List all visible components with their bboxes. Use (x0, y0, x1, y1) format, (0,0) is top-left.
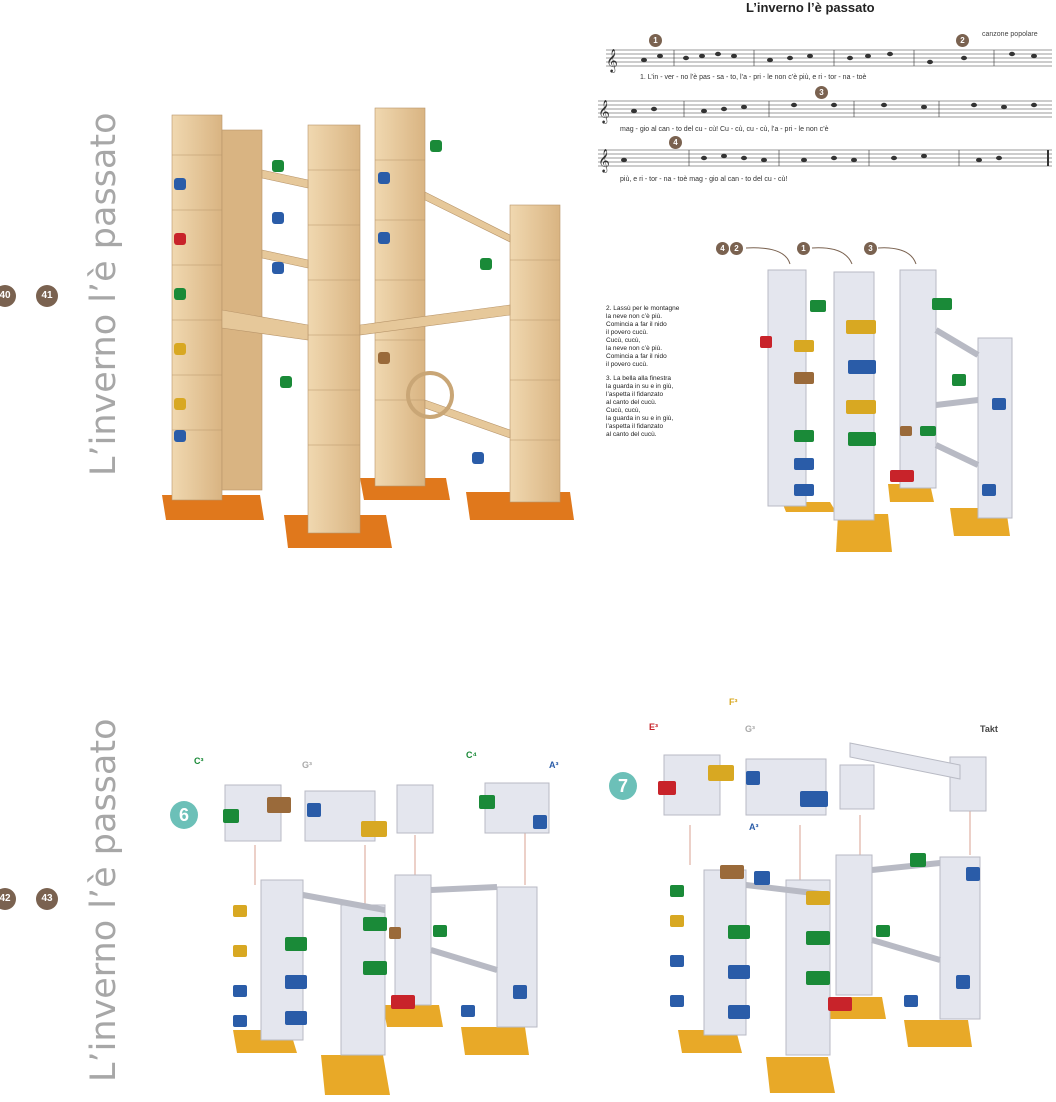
label-a3-step7: A³ (749, 822, 759, 832)
song-credit: canzone popolare (982, 31, 1038, 38)
label-c3: C³ (194, 756, 204, 766)
diagram-tag-3: 3 (864, 242, 877, 255)
music-marker-3: 3 (815, 86, 828, 99)
label-takt: Takt (980, 724, 998, 734)
music-marker-1: 1 (649, 34, 662, 47)
lyrics-line-3: più, e ri - tor - na - toè mag - gio al … (620, 176, 788, 183)
marble-run-diagram-top (745, 247, 1013, 552)
step-7-badge: 7 (609, 772, 637, 800)
label-e3: E³ (649, 722, 658, 732)
label-a3: A³ (549, 760, 559, 770)
lyrics-line-2: mag - gio al can - to del cu - cù! Cu - … (620, 126, 829, 133)
step-6-badge: 6 (170, 801, 198, 829)
marble-run-diagram-step-7 (658, 742, 987, 1093)
svg-text:𝄞: 𝄞 (598, 101, 610, 124)
lyrics-line-1: 1. L’in - ver - no l’è pas - sa - to, l’… (640, 74, 867, 81)
label-f3: F³ (729, 697, 738, 707)
page-number-43: 43 (36, 888, 58, 910)
label-g3: G³ (302, 760, 312, 770)
song-title: L’inverno l’è passato (746, 0, 875, 15)
side-title-bottom: L’inverno l’è passato (84, 718, 124, 1082)
label-c4: C⁴ (466, 750, 477, 760)
wooden-marble-run-photo (162, 107, 574, 548)
diagram-tag-4: 4 (716, 242, 729, 255)
page-number-42: 42 (0, 888, 16, 910)
diagram-tag-1: 1 (797, 242, 810, 255)
verse-2: 2. Lassù per le montagne la neve non c’è… (606, 305, 680, 368)
page-number-41: 41 (36, 285, 58, 307)
sheet-music-staves: 𝄞 𝄞 𝄞 (598, 49, 1052, 173)
verses-text: 2. Lassù per le montagne la neve non c’è… (606, 305, 741, 445)
page-number-40: 40 (0, 285, 16, 307)
side-title-top: L’inverno l’è passato (84, 112, 124, 476)
verse-3: 3. La bella alla finestra la guarda in s… (606, 375, 674, 438)
diagram-tag-2: 2 (730, 242, 743, 255)
marble-run-diagram-step-6 (223, 782, 550, 1095)
music-marker-2: 2 (956, 34, 969, 47)
label-g3-step7: G³ (745, 724, 755, 734)
svg-text:𝄞: 𝄞 (606, 50, 618, 73)
music-marker-4: 4 (669, 136, 682, 149)
svg-text:𝄞: 𝄞 (598, 150, 610, 173)
